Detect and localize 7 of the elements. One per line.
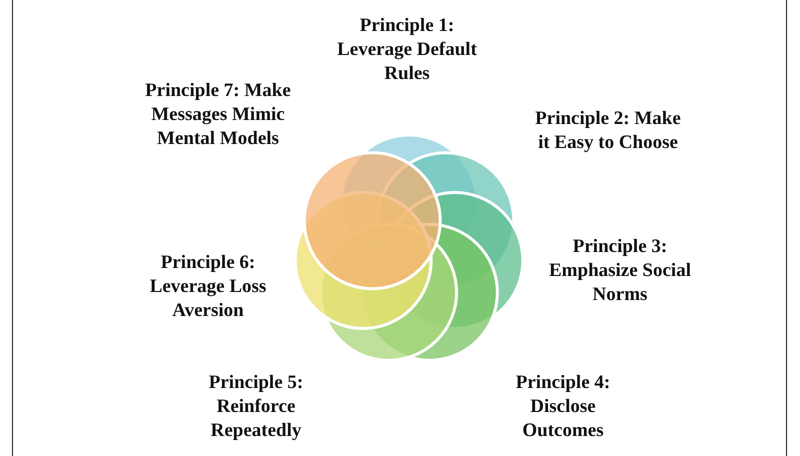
principle-label: Principle 6: Leverage Loss Aversion (148, 251, 268, 323)
principle-label: Principle 1: Leverage Default Rules (336, 14, 478, 86)
principle-label: Principle 3: Emphasize Social Norms (548, 235, 692, 307)
principle-label: Principle 2: Make it Easy to Choose (534, 107, 682, 155)
principle-label: Principle 4: Disclose Outcomes (514, 371, 612, 443)
principle-label: Principle 7: Make Messages Mimic Mental Models (144, 79, 292, 151)
principle-label: Principle 5: Reinforce Repeatedly (208, 371, 304, 443)
